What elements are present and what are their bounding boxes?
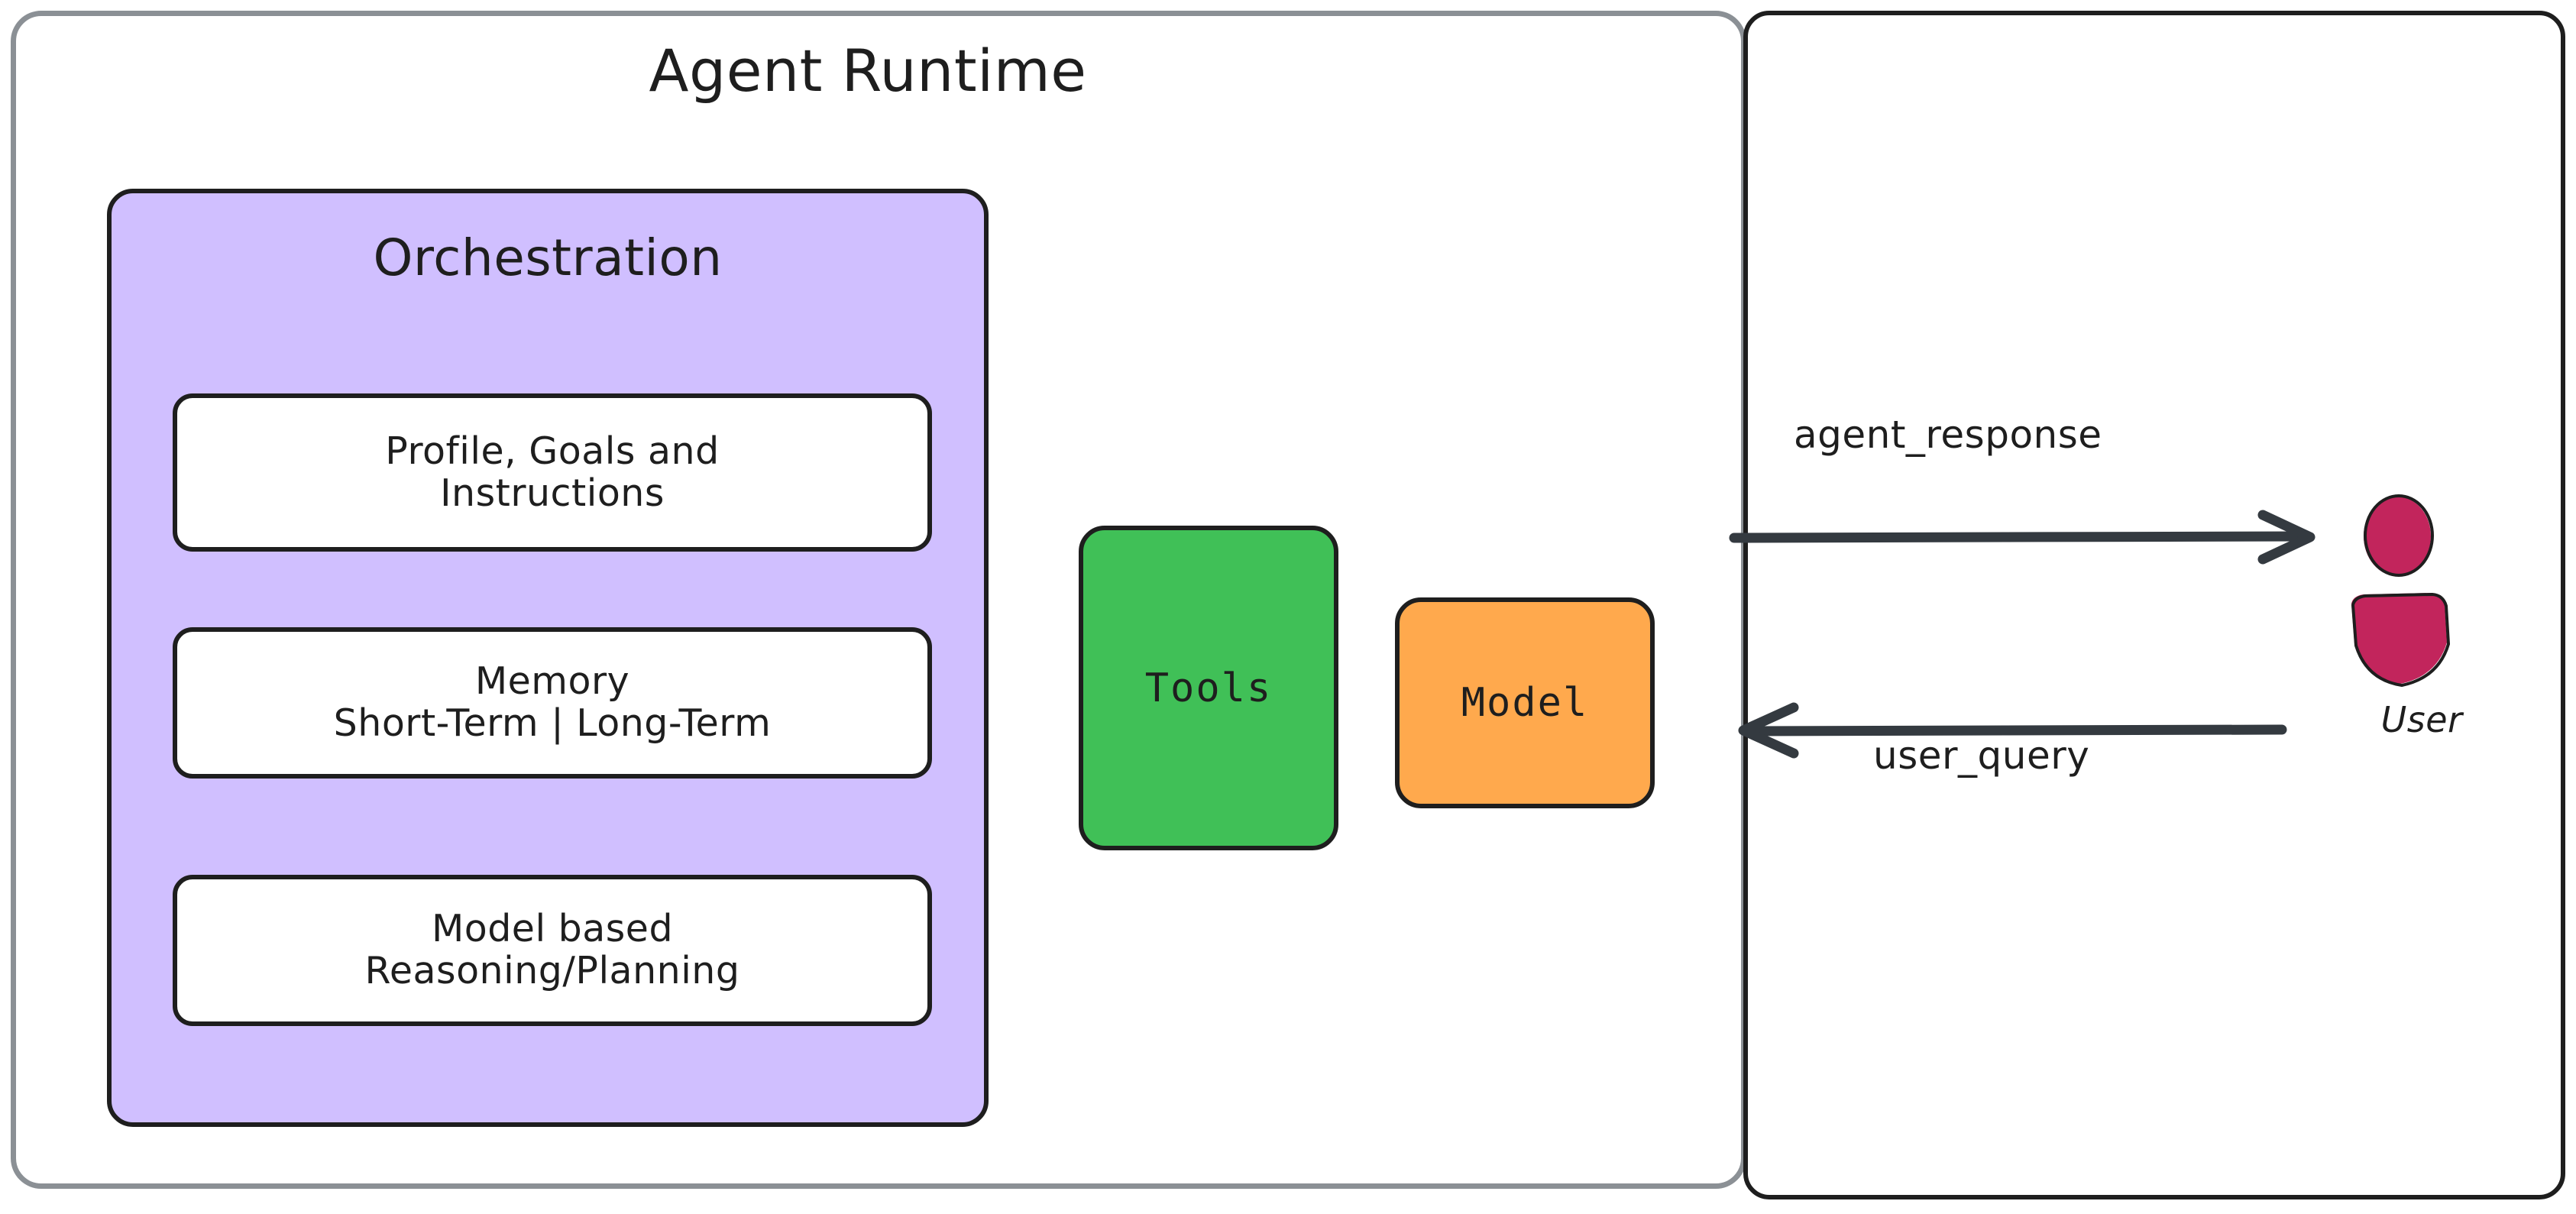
user-caption: User — [2380, 699, 2463, 740]
orchestration-panel: Orchestration Profile, Goals and Instruc… — [107, 189, 989, 1127]
card-profile-line-1: Profile, Goals and — [385, 429, 720, 473]
agent-response-label: agent_response — [1794, 413, 2102, 457]
card-memory: Memory Short-Term | Long-Term — [173, 627, 932, 779]
page-title: Agent Runtime — [649, 37, 1087, 105]
card-memory-line-2: Short-Term | Long-Term — [333, 701, 772, 745]
user-person-icon — [2351, 494, 2450, 687]
card-memory-line-1: Memory — [474, 659, 630, 704]
user-query-label: user_query — [1873, 733, 2090, 778]
card-reasoning-line-1: Model based — [431, 907, 674, 951]
orchestration-title: Orchestration — [373, 228, 723, 287]
agent-response-arrow — [1729, 510, 2315, 565]
card-profile-line-2: Instructions — [440, 471, 665, 515]
model-label: Model — [1461, 680, 1589, 726]
card-reasoning-line-2: Reasoning/Planning — [364, 949, 740, 992]
card-profile-goals-instructions: Profile, Goals and Instructions — [173, 393, 932, 552]
tools-label: Tools — [1144, 665, 1273, 711]
card-model-based-reasoning-planning: Model based Reasoning/Planning — [173, 875, 932, 1026]
tools-node: Tools — [1079, 526, 1338, 850]
user-query-arrow — [1738, 702, 2287, 759]
model-node: Model — [1395, 597, 1655, 808]
